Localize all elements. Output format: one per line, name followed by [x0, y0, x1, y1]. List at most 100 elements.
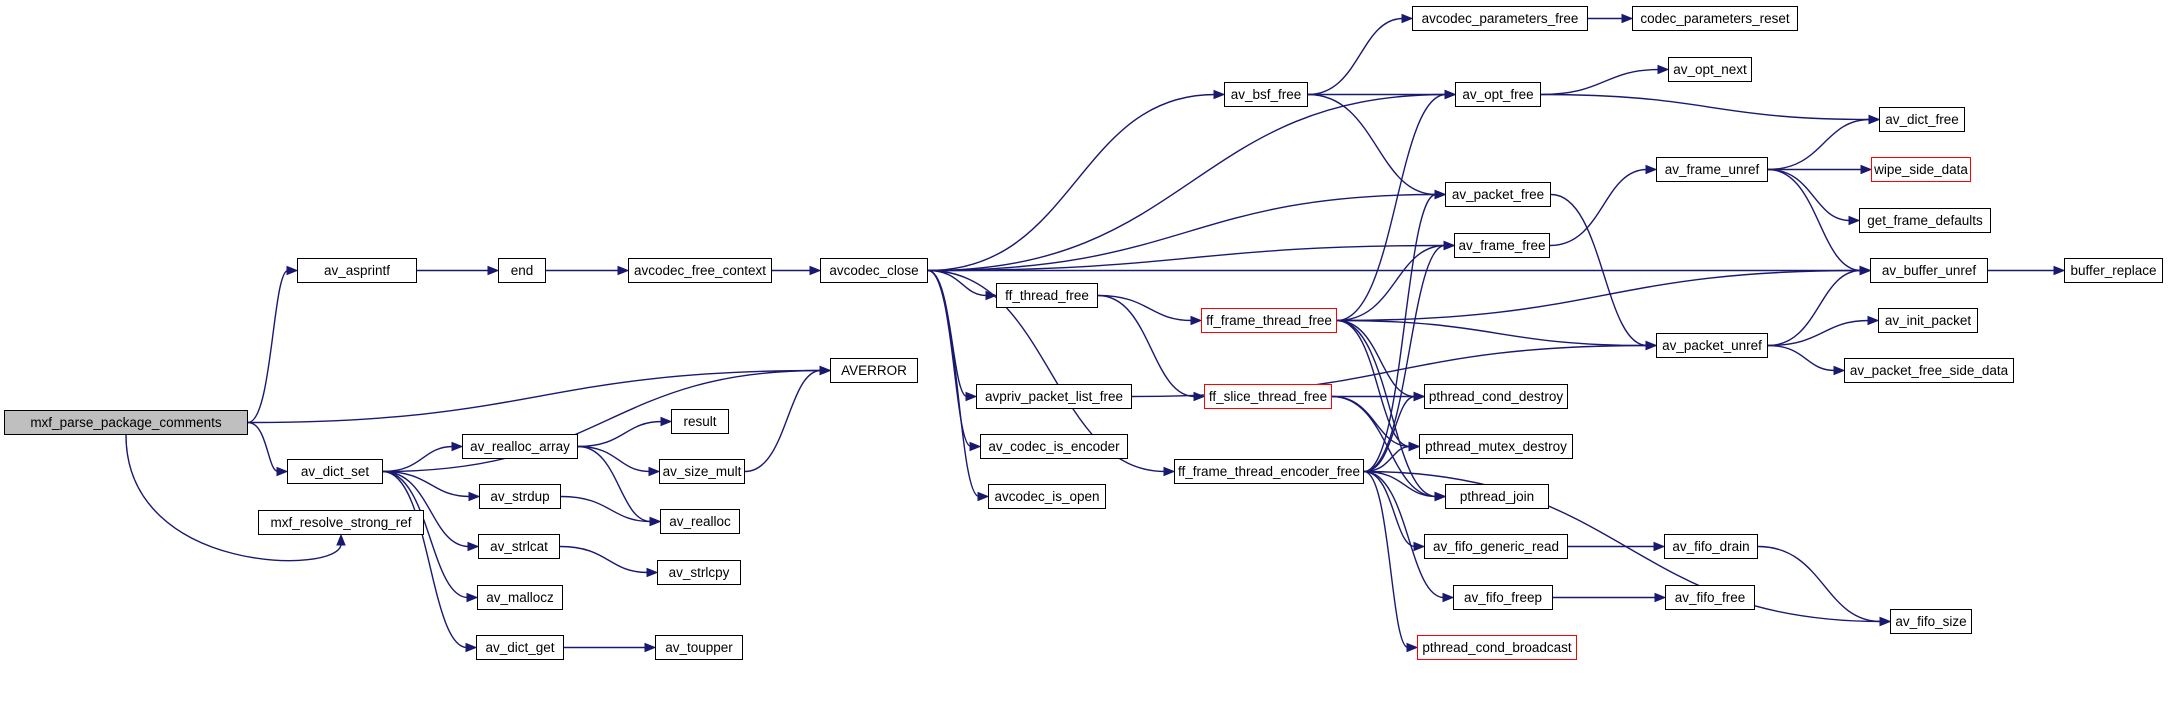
- node-mxf-resolve-strong-ref[interactable]: mxf_resolve_strong_ref: [258, 510, 424, 535]
- edge-ff-frame-thread-free-to-av-buffer-unref: [1336, 269, 1862, 322]
- arrowhead-av-asprintf: [286, 265, 299, 276]
- arrowhead-av-toupper: [644, 642, 657, 653]
- node-av-packet-free[interactable]: av_packet_free: [1445, 182, 1551, 207]
- edge-av-dict-set-to-av-realloc-array: [382, 445, 454, 473]
- node-av-packet-unref[interactable]: av_packet_unref: [1656, 333, 1768, 358]
- edge-av-dict-set-to-av-dict-get: [382, 470, 468, 649]
- node-av-frame-free[interactable]: av_frame_free: [1454, 233, 1550, 258]
- node-ff-frame-thread-free[interactable]: ff_frame_thread_free: [1201, 308, 1337, 333]
- edge-av-packet-unref-to-av-init-packet: [1767, 319, 1870, 347]
- node-av-mallocz[interactable]: av_mallocz: [477, 585, 563, 610]
- arrowhead-av-realloc-array: [451, 441, 464, 452]
- edge-ff-frame-thread-encoder-free-to-av-fifo-freep: [1363, 470, 1445, 599]
- arrowhead-av-opt-next: [1657, 64, 1670, 75]
- edge-av-fifo-drain-to-av-fifo-size: [1757, 545, 1882, 623]
- node-buffer-replace[interactable]: buffer_replace: [2064, 258, 2163, 283]
- arrowhead-av-packet-free: [1434, 189, 1447, 200]
- node-av-toupper[interactable]: av_toupper: [655, 635, 743, 660]
- node-av-size-mult[interactable]: av_size_mult: [659, 459, 745, 484]
- edge-av-packet-unref-to-av-packet-free-side-data: [1767, 344, 1836, 372]
- arrowhead-av-size-mult: [648, 466, 661, 477]
- edge-av-frame-free-to-av-frame-unref: [1549, 168, 1648, 247]
- edge-ff-frame-thread-encoder-free-to-pthread-cond-broadcast: [1363, 470, 1409, 649]
- arrowhead-av-fifo-free: [1654, 592, 1667, 603]
- node-av-codec-is-encoder[interactable]: av_codec_is_encoder: [980, 434, 1128, 459]
- arrowhead-av-strlcpy: [646, 567, 659, 578]
- node-av-opt-next[interactable]: av_opt_next: [1668, 57, 1752, 82]
- node-av-bsf-free[interactable]: av_bsf_free: [1224, 82, 1308, 107]
- edge-av-dict-set-to-av-mallocz: [382, 470, 469, 599]
- node-wipe-side-data[interactable]: wipe_side_data: [1871, 157, 1971, 182]
- node-av-init-packet[interactable]: av_init_packet: [1878, 308, 1978, 333]
- edge-av-frame-unref-to-av-buffer-unref: [1767, 168, 1862, 272]
- node-codec-parameters-reset[interactable]: codec_parameters_reset: [1632, 6, 1798, 31]
- node-av-asprintf[interactable]: av_asprintf: [297, 258, 417, 283]
- node-avcodec-free-context[interactable]: avcodec_free_context: [628, 258, 772, 283]
- node-av-frame-unref[interactable]: av_frame_unref: [1656, 157, 1768, 182]
- node-av-strlcat[interactable]: av_strlcat: [478, 534, 560, 559]
- node-av-fifo-generic-read[interactable]: av_fifo_generic_read: [1424, 534, 1568, 559]
- node-av-fifo-drain[interactable]: av_fifo_drain: [1664, 534, 1758, 559]
- node-end[interactable]: end: [498, 258, 546, 283]
- node-av-fifo-freep[interactable]: av_fifo_freep: [1453, 585, 1553, 610]
- edge-avcodec-close-to-av-codec-is-encoder: [927, 269, 972, 448]
- node-av-realloc[interactable]: av_realloc: [660, 509, 740, 534]
- arrowhead-av-frame-unref: [1645, 164, 1658, 175]
- node-pthread-cond-destroy[interactable]: pthread_cond_destroy: [1424, 384, 1568, 409]
- edge-ff-frame-thread-free-to-av-packet-unref: [1336, 319, 1648, 347]
- arrowhead-avpriv-packet-list-free: [965, 391, 978, 402]
- arrowhead-av-mallocz: [466, 592, 479, 603]
- edge-avcodec-close-to-ff-frame-thread-encoder-free: [927, 269, 1166, 473]
- node-pthread-join[interactable]: pthread_join: [1445, 484, 1549, 509]
- edge-ff-frame-thread-free-to-pthread-join: [1336, 319, 1437, 498]
- edge-av-realloc-array-to-av-size-mult: [577, 445, 651, 473]
- node-ff-thread-free[interactable]: ff_thread_free: [996, 283, 1098, 308]
- node-ff-slice-thread-free[interactable]: ff_slice_thread_free: [1204, 384, 1332, 409]
- arrowhead-pthread-mutex-destroy: [1408, 441, 1421, 452]
- edge-av-opt-free-to-av-opt-next: [1540, 68, 1660, 96]
- edge-av-bsf-free-to-avcodec-parameters-free: [1307, 17, 1404, 96]
- node-get-frame-defaults[interactable]: get_frame_defaults: [1859, 208, 1991, 233]
- node-av-fifo-size[interactable]: av_fifo_size: [1890, 609, 1972, 634]
- node-avcodec-close[interactable]: avcodec_close: [820, 258, 928, 283]
- edge-av-size-mult-to-averror: [744, 369, 822, 473]
- arrowhead-av-strdup: [468, 491, 481, 502]
- arrowhead-avcodec-is-open: [977, 491, 990, 502]
- node-av-strlcpy[interactable]: av_strlcpy: [657, 560, 741, 585]
- node-av-realloc-array[interactable]: av_realloc_array: [462, 434, 578, 459]
- node-result[interactable]: result: [671, 409, 729, 434]
- edge-ff-frame-thread-free-to-pthread-cond-destroy: [1336, 319, 1416, 398]
- node-av-strdup[interactable]: av_strdup: [479, 484, 561, 509]
- edge-ff-frame-thread-encoder-free-to-pthread-cond-destroy: [1363, 395, 1416, 473]
- edge-mxf-parse-package-comments-to-av-dict-set: [247, 421, 279, 473]
- node-av-fifo-free[interactable]: av_fifo_free: [1665, 585, 1755, 610]
- arrowhead-pthread-cond-broadcast: [1406, 642, 1419, 653]
- edge-ff-thread-free-to-ff-slice-thread-free: [1097, 294, 1196, 398]
- node-av-opt-free[interactable]: av_opt_free: [1455, 82, 1541, 107]
- node-avcodec-parameters-free[interactable]: avcodec_parameters_free: [1412, 6, 1588, 31]
- edge-ff-frame-thread-encoder-free-to-pthread-mutex-destroy: [1363, 445, 1411, 473]
- node-av-dict-free[interactable]: av_dict_free: [1879, 107, 1965, 132]
- edge-ff-frame-thread-encoder-free-to-av-fifo-generic-read: [1363, 470, 1416, 548]
- arrowhead-codec-parameters-reset: [1621, 13, 1634, 24]
- node-avcodec-is-open[interactable]: avcodec_is_open: [988, 484, 1106, 509]
- node-pthread-mutex-destroy[interactable]: pthread_mutex_destroy: [1419, 434, 1573, 459]
- node-av-buffer-unref[interactable]: av_buffer_unref: [1870, 258, 1988, 283]
- node-av-dict-get[interactable]: av_dict_get: [476, 635, 564, 660]
- node-ff-frame-thread-encoder-free[interactable]: ff_frame_thread_encoder_free: [1174, 459, 1364, 484]
- edge-av-strlcat-to-av-strlcpy: [559, 545, 649, 574]
- node-averror[interactable]: AVERROR: [830, 358, 918, 383]
- arrowhead-ff-frame-thread-free: [1190, 315, 1203, 326]
- arrowhead-ff-slice-thread-free: [1193, 391, 1206, 402]
- edge-av-frame-unref-to-get-frame-defaults: [1767, 168, 1851, 222]
- node-av-dict-set[interactable]: av_dict_set: [287, 459, 383, 484]
- edge-av-strdup-to-av-realloc: [560, 495, 652, 523]
- edge-avcodec-close-to-av-frame-free: [927, 244, 1446, 272]
- arrowhead-averror: [819, 365, 832, 376]
- edge-avcodec-close-to-av-bsf-free: [927, 93, 1216, 272]
- node-pthread-cond-broadcast[interactable]: pthread_cond_broadcast: [1417, 635, 1577, 660]
- edge-ff-frame-thread-free-to-av-opt-free: [1336, 93, 1447, 322]
- node-avpriv-packet-list-free[interactable]: avpriv_packet_list_free: [976, 384, 1132, 409]
- node-av-packet-free-side-data[interactable]: av_packet_free_side_data: [1844, 358, 2014, 383]
